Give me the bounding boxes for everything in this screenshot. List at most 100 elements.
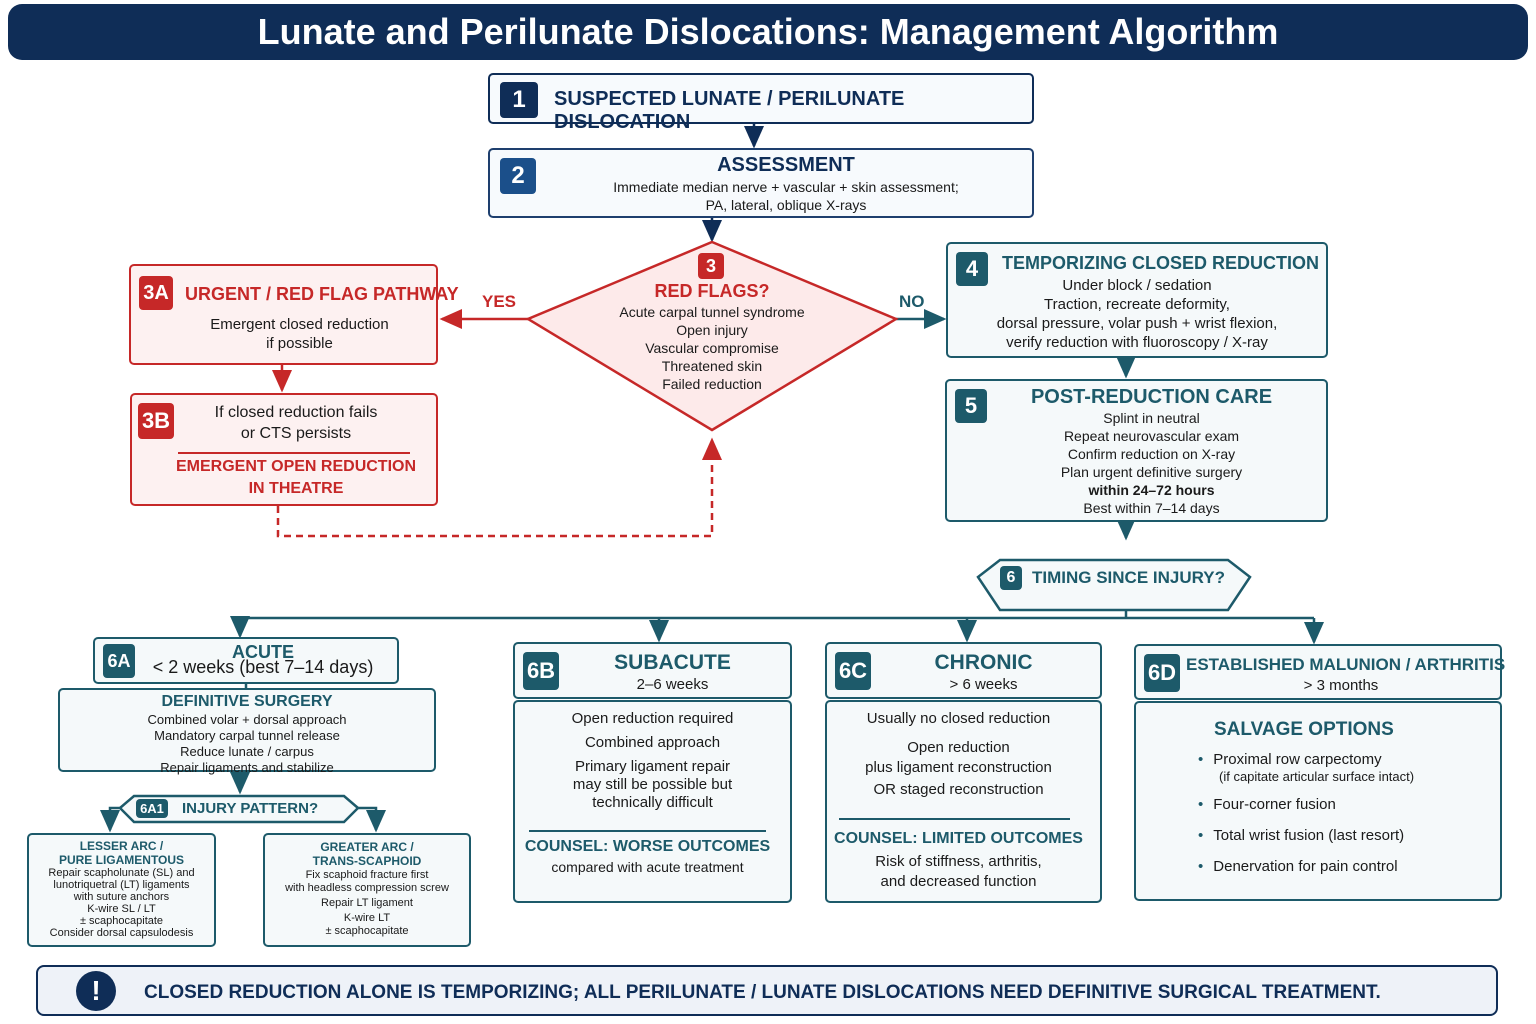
surgery-line-3: Reduce lunate / carpus bbox=[180, 744, 314, 759]
greater-arc-line-4: K-wire LT bbox=[343, 912, 391, 924]
step6c-line-2: Open reduction bbox=[907, 739, 1010, 756]
surgery-line-2: Mandatory carpal tunnel release bbox=[154, 728, 340, 743]
step5-line-4: Plan urgent definitive surgery bbox=[1060, 464, 1243, 480]
step6b-line-4: may still be possible but bbox=[572, 776, 733, 793]
step6a1-badge: 6A1 bbox=[136, 799, 168, 818]
step3b-line-2: or CTS persists bbox=[240, 425, 352, 442]
salvage-option-2-label: Four-corner fusion bbox=[1213, 796, 1336, 813]
step6c-body-box: Usually no closed reduction Open reducti… bbox=[825, 700, 1102, 903]
step4-heading: TEMPORIZING CLOSED REDUCTION bbox=[1002, 253, 1320, 273]
step6d-badge: 6D bbox=[1144, 654, 1180, 692]
step6b-counsel-sub: compared with acute treatment bbox=[551, 859, 744, 875]
lesser-arc-box: LESSER ARC / PURE LIGAMENTOUS Repair sca… bbox=[27, 833, 216, 947]
bullet-icon: • bbox=[1198, 827, 1204, 844]
step3-line-1: Acute carpal tunnel syndrome bbox=[619, 304, 805, 320]
surgery-line-4: Repair ligaments and stabilize bbox=[160, 760, 334, 775]
step3b-line-1: If closed reduction fails bbox=[214, 404, 378, 421]
step3a-box: 3A URGENT / RED FLAG PATHWAY Emergent cl… bbox=[129, 264, 459, 365]
arrow-6a1-to-greater bbox=[356, 806, 386, 833]
bullet-icon: • bbox=[1198, 751, 1204, 768]
step6c-counsel-1: Risk of stiffness, arthritis, bbox=[875, 853, 1042, 870]
step4-badge: 4 bbox=[956, 252, 988, 286]
step2-box: 2 ASSESSMENT Immediate median nerve + va… bbox=[488, 148, 1034, 218]
footer-text: CLOSED REDUCTION ALONE IS TEMPORIZING; A… bbox=[144, 982, 1381, 1003]
step6d-body-box: SALVAGE OPTIONS •Proximal row carpectomy… bbox=[1134, 701, 1502, 901]
salvage-option-3-label: Total wrist fusion (last resort) bbox=[1213, 827, 1405, 844]
greater-arc-heading-1: GREATER ARC / bbox=[320, 840, 414, 854]
step6b-line-5: technically difficult bbox=[592, 794, 713, 811]
alert-icon: ! bbox=[76, 971, 116, 1011]
surgery-heading: DEFINITIVE SURGERY bbox=[161, 693, 333, 710]
yes-label: YES bbox=[482, 292, 517, 311]
step3b-divider bbox=[178, 452, 410, 454]
step6d-sub: > 3 months bbox=[1303, 677, 1379, 694]
step5-line-3: Confirm reduction on X-ray bbox=[1067, 446, 1236, 462]
step6a-sub: < 2 weeks (best 7–14 days) bbox=[152, 657, 374, 677]
step3a-badge: 3A bbox=[139, 276, 173, 310]
salvage-option-4: •Denervation for pain control bbox=[1198, 858, 1414, 875]
step6-badge: 6 bbox=[1000, 566, 1022, 590]
salvage-option-1: •Proximal row carpectomy bbox=[1198, 751, 1414, 768]
page-title: Lunate and Perilunate Dislocations: Mana… bbox=[8, 4, 1528, 60]
salvage-option-2: •Four-corner fusion bbox=[1198, 796, 1414, 813]
step3b-action-2: IN THEATRE bbox=[248, 480, 344, 497]
step5-box: 5 POST-REDUCTION CARE Splint in neutral … bbox=[945, 379, 1328, 522]
step6c-line-4: OR staged reconstruction bbox=[873, 781, 1044, 798]
step6a-badge: 6A bbox=[103, 644, 135, 678]
step3b-action-1: EMERGENT OPEN REDUCTION bbox=[176, 458, 417, 475]
salvage-heading: SALVAGE OPTIONS bbox=[1214, 719, 1394, 740]
step3a-heading: URGENT / RED FLAG PATHWAY bbox=[185, 284, 459, 304]
step6a1-label: INJURY PATTERN? bbox=[182, 800, 319, 817]
step5-line-1: Splint in neutral bbox=[1103, 410, 1200, 426]
red-flags-diamond bbox=[525, 240, 899, 432]
step6d-heading: ESTABLISHED MALUNION / ARTHRITIS bbox=[1186, 655, 1506, 674]
step4-box: 4 TEMPORIZING CLOSED REDUCTION Under blo… bbox=[946, 242, 1328, 358]
step2-badge: 2 bbox=[500, 158, 536, 194]
lesser-arc-line-1: Repair scapholunate (SL) and bbox=[48, 867, 195, 879]
step3b-badge: 3B bbox=[138, 403, 174, 439]
lesser-arc-line-2: lunotriquetral (LT) ligaments bbox=[53, 879, 190, 891]
footer-banner: ! CLOSED REDUCTION ALONE IS TEMPORIZING;… bbox=[36, 965, 1498, 1016]
step6d-header-box: 6D ESTABLISHED MALUNION / ARTHRITIS > 3 … bbox=[1134, 644, 1506, 700]
lesser-arc-line-6: Consider dorsal capsulodesis bbox=[49, 927, 194, 939]
surgery-line-1: Combined volar + dorsal approach bbox=[147, 712, 347, 727]
step6b-divider bbox=[529, 830, 766, 832]
step3a-line-1: Emergent closed reduction bbox=[210, 316, 389, 333]
salvage-option-4-label: Denervation for pain control bbox=[1213, 858, 1398, 875]
step6c-counsel: COUNSEL: LIMITED OUTCOMES bbox=[834, 830, 1083, 847]
lesser-arc-heading-1: LESSER ARC / bbox=[79, 839, 164, 853]
step3b-box: 3B If closed reduction fails or CTS pers… bbox=[130, 393, 438, 506]
step6b-header-box: 6B SUBACUTE 2–6 weeks bbox=[513, 642, 792, 699]
greater-arc-line-3: Repair LT ligament bbox=[321, 897, 413, 909]
step6a-heading: ACUTE bbox=[232, 642, 294, 662]
step2-line-1: Immediate median nerve + vascular + skin… bbox=[613, 179, 959, 195]
step5-last-line: Best within 7–14 days bbox=[1083, 500, 1220, 516]
step6c-divider bbox=[839, 818, 1070, 820]
salvage-option-3: • Total wrist fusion (last resort) bbox=[1198, 827, 1414, 844]
dashed-3b-to-3 bbox=[276, 437, 722, 538]
step4-line-1: Under block / sedation bbox=[1062, 277, 1212, 294]
step4-line-3: dorsal pressure, volar push + wrist flex… bbox=[996, 315, 1278, 332]
step5-heading: POST-REDUCTION CARE bbox=[1030, 386, 1273, 408]
step6b-body-box: Open reduction required Combined approac… bbox=[513, 700, 792, 903]
step2-line-2: PA, lateral, oblique X-rays bbox=[705, 197, 867, 213]
step4-line-4: verify reduction with fluoroscopy / X-ra… bbox=[1006, 334, 1268, 351]
greater-arc-line-2: with headless compression screw bbox=[285, 882, 449, 894]
step5-bold-line: within 24–72 hours bbox=[1088, 482, 1215, 498]
step6b-counsel: COUNSEL: WORSE OUTCOMES bbox=[524, 838, 771, 855]
step6b-sub: 2–6 weeks bbox=[636, 676, 709, 693]
step3-badge: 3 bbox=[698, 253, 724, 279]
step1-label: SUSPECTED LUNATE / PERILUNATE DISLOCATIO… bbox=[554, 88, 905, 133]
step3-heading: RED FLAGS? bbox=[654, 281, 770, 301]
greater-arc-line-1: Fix scaphoid fracture first bbox=[305, 869, 429, 881]
greater-arc-heading-2: TRANS-SCAPHOID bbox=[312, 854, 422, 868]
step6b-line-3: Primary ligament repair bbox=[574, 758, 731, 775]
step3a-line-2: if possible bbox=[266, 335, 333, 352]
step5-badge: 5 bbox=[955, 389, 987, 423]
step6b-badge: 6B bbox=[523, 652, 559, 690]
step6c-sub: > 6 weeks bbox=[949, 676, 1018, 693]
step5-line-2: Repeat neurovascular exam bbox=[1063, 428, 1240, 444]
step6c-heading: CHRONIC bbox=[934, 651, 1033, 674]
step6c-counsel-2: and decreased function bbox=[880, 873, 1037, 890]
